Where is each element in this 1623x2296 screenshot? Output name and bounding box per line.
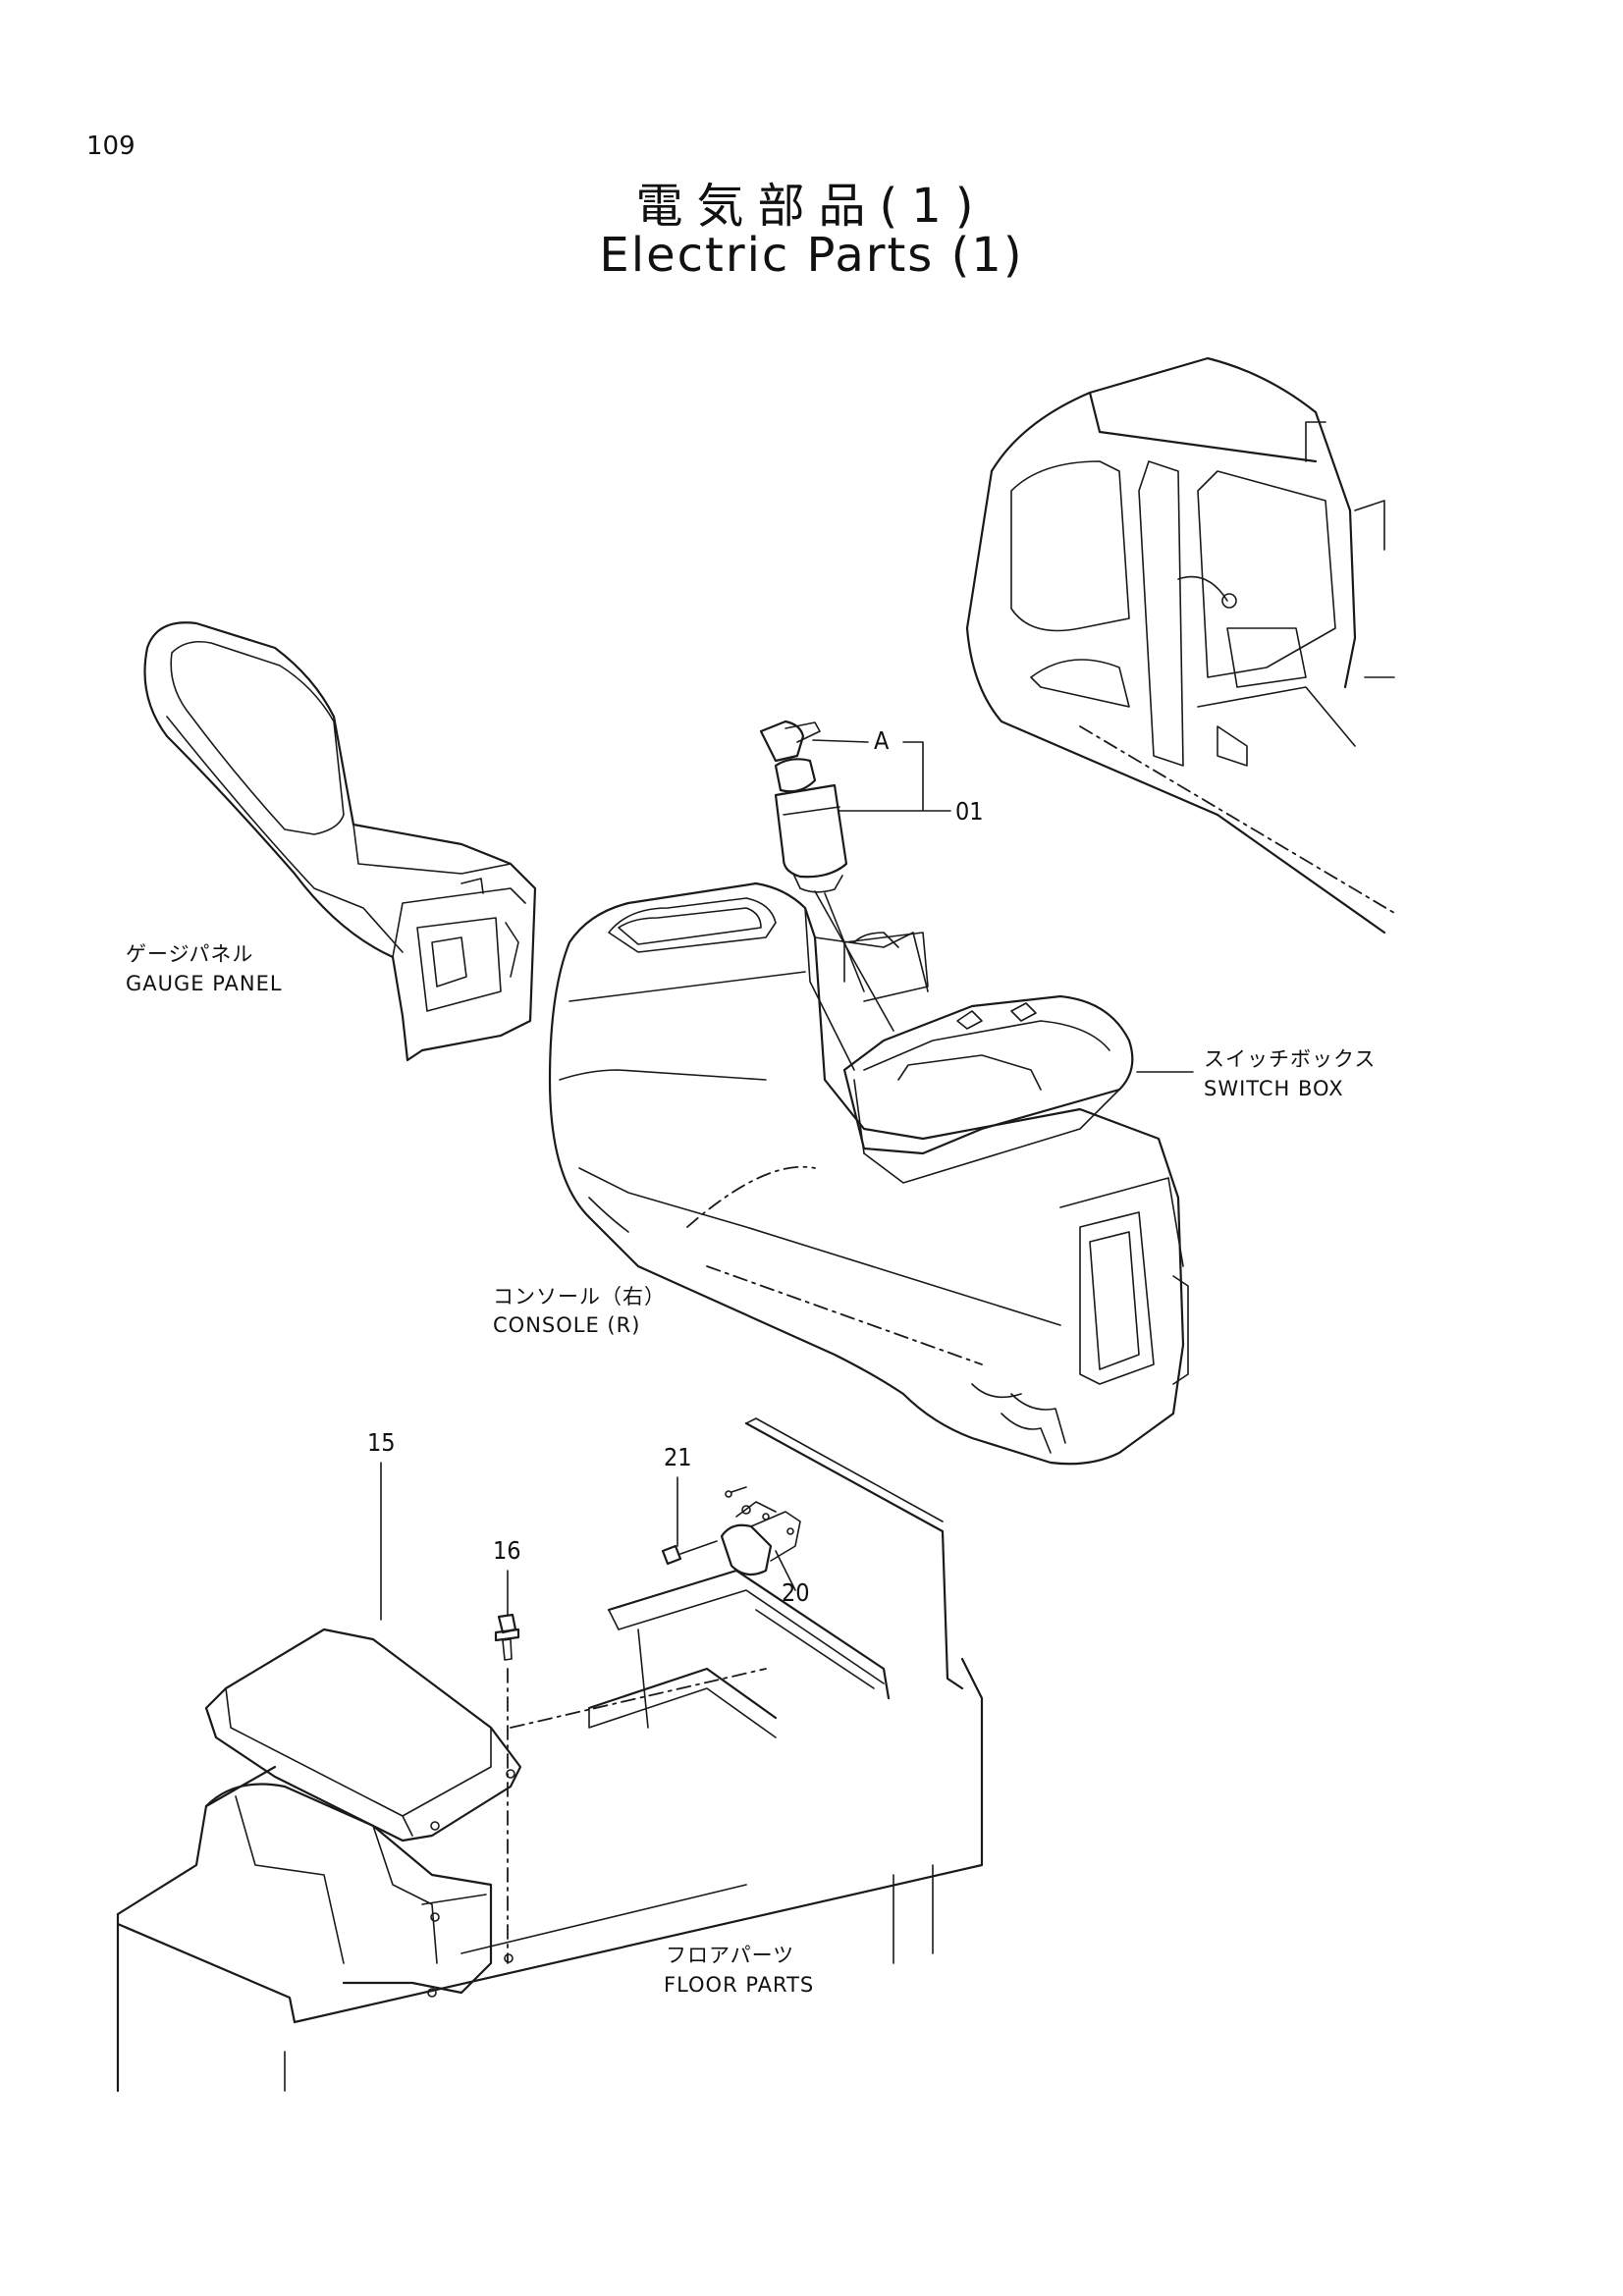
floor-parts-label-en: FLOOR PARTS: [664, 1973, 815, 1997]
callout-01: 01: [955, 797, 984, 826]
part-20-21-drawing: [661, 1486, 801, 1576]
callout-21: 21: [664, 1443, 692, 1471]
floor-parts-label-ja: フロアパーツ: [666, 1944, 795, 1967]
console-label-ja: コンソール（右）: [493, 1285, 666, 1308]
console-label-en: CONSOLE (R): [493, 1313, 641, 1337]
page-title-english: Electric Parts (1): [599, 228, 1024, 283]
key-switch-drawing: [759, 720, 894, 1032]
leader-lines: [380, 739, 1194, 1621]
callout-20: 20: [782, 1578, 810, 1607]
callout-15: 15: [367, 1428, 396, 1457]
switch-box-label-ja: スイッチボックス: [1204, 1047, 1377, 1071]
floor-parts-drawing: [116, 1417, 984, 2093]
gauge-panel-label-en: GAUGE PANEL: [126, 972, 283, 995]
gauge-panel-label-ja: ゲージパネル: [126, 942, 254, 966]
gauge-panel-drawing: [143, 621, 537, 1062]
page-title-japanese: 電気部品(1): [635, 179, 988, 234]
part-15-drawing: [204, 1628, 522, 1842]
cab-drawing: [965, 356, 1395, 934]
callout-a: A: [874, 726, 890, 755]
switch-box-drawing: [842, 932, 1134, 1184]
console-drawing: [548, 881, 1189, 1466]
switch-box-label-en: SWITCH BOX: [1204, 1077, 1344, 1100]
page-number: 109: [86, 132, 135, 161]
callout-16: 16: [493, 1536, 521, 1565]
part-16-drawing: [494, 1613, 520, 1964]
